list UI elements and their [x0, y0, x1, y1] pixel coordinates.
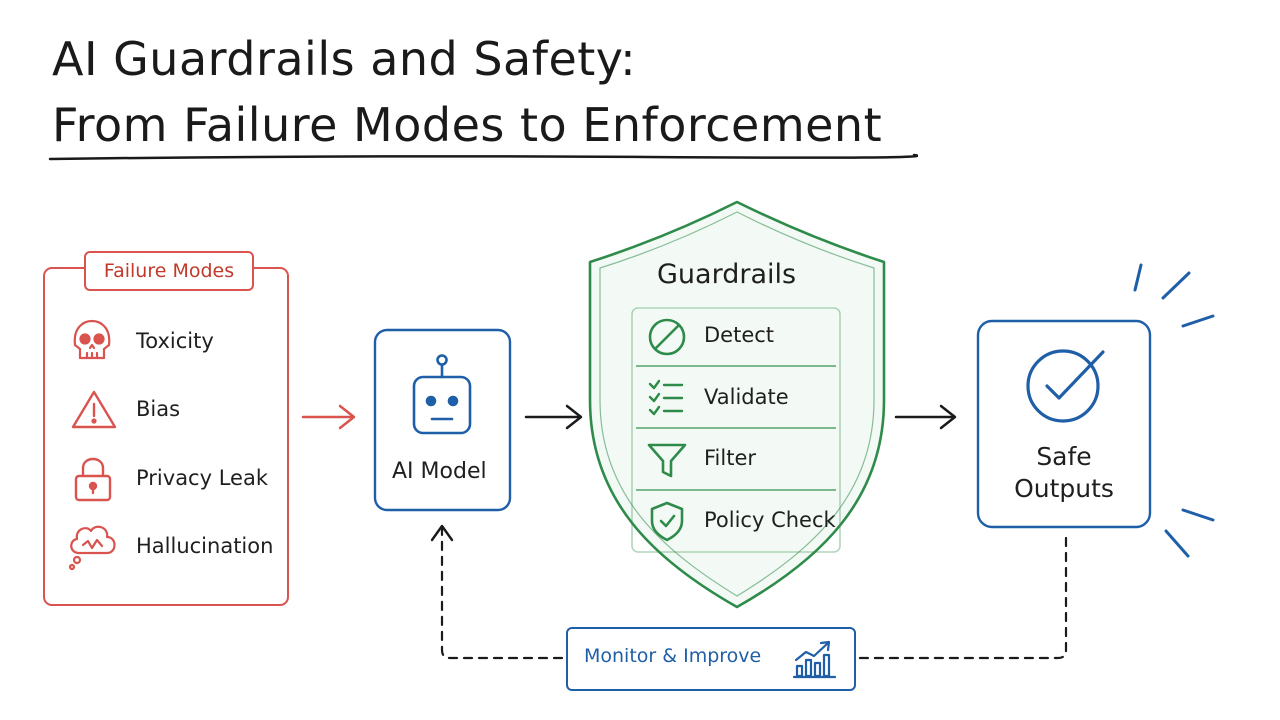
shield-check-icon [650, 501, 684, 542]
skull-icon [73, 319, 111, 360]
warning-icon [71, 390, 117, 429]
feedback-arrowhead [430, 524, 454, 542]
guardrail-item-detect: Detect [704, 323, 775, 347]
growth-chart-icon [792, 640, 837, 679]
title-line-1: AI Guardrails and Safety: [52, 32, 637, 86]
arrow-guardrails-to-safe [894, 404, 957, 430]
ai-model-label: AI Model [392, 459, 487, 484]
page-title: AI Guardrails and Safety: From Failure M… [52, 28, 882, 156]
sparkle-lines [1133, 263, 1215, 558]
thought-cloud-icon [68, 525, 116, 571]
checklist-icon [648, 379, 684, 416]
ai-model-box [373, 328, 512, 512]
guardrail-item-filter: Filter [704, 446, 757, 470]
failure-item-privacy-leak: Privacy Leak [136, 466, 268, 490]
monitor-improve-label: Monitor & Improve [584, 645, 762, 667]
monitor-improve-box: Monitor & Improve [566, 627, 856, 691]
funnel-icon [647, 443, 687, 478]
safe-outputs-box [976, 319, 1152, 529]
check-circle-icon [1026, 349, 1105, 423]
guardrail-item-policy-check: Policy Check [704, 508, 836, 532]
failure-item-toxicity: Toxicity [136, 329, 214, 353]
failure-item-hallucination: Hallucination [136, 534, 274, 558]
safe-outputs-line-2: Outputs [1014, 474, 1114, 503]
guardrail-item-validate: Validate [704, 385, 789, 409]
safe-outputs-label: Safe Outputs [978, 441, 1150, 505]
prohibited-icon [648, 318, 686, 356]
safe-outputs-line-1: Safe [1036, 442, 1092, 471]
arrow-model-to-guardrails [524, 404, 583, 430]
title-line-2: From Failure Modes to Enforcement [52, 98, 883, 152]
feedback-loop-arrow [440, 526, 1068, 660]
robot-icon [412, 354, 472, 435]
guardrails-dividers [631, 307, 841, 553]
title-underline [48, 153, 918, 161]
guardrails-title: Guardrails [657, 259, 797, 290]
arrow-failure-to-model [301, 404, 356, 430]
failure-item-bias: Bias [136, 397, 181, 421]
lock-icon [74, 457, 112, 502]
failure-modes-label: Failure Modes [84, 251, 254, 291]
